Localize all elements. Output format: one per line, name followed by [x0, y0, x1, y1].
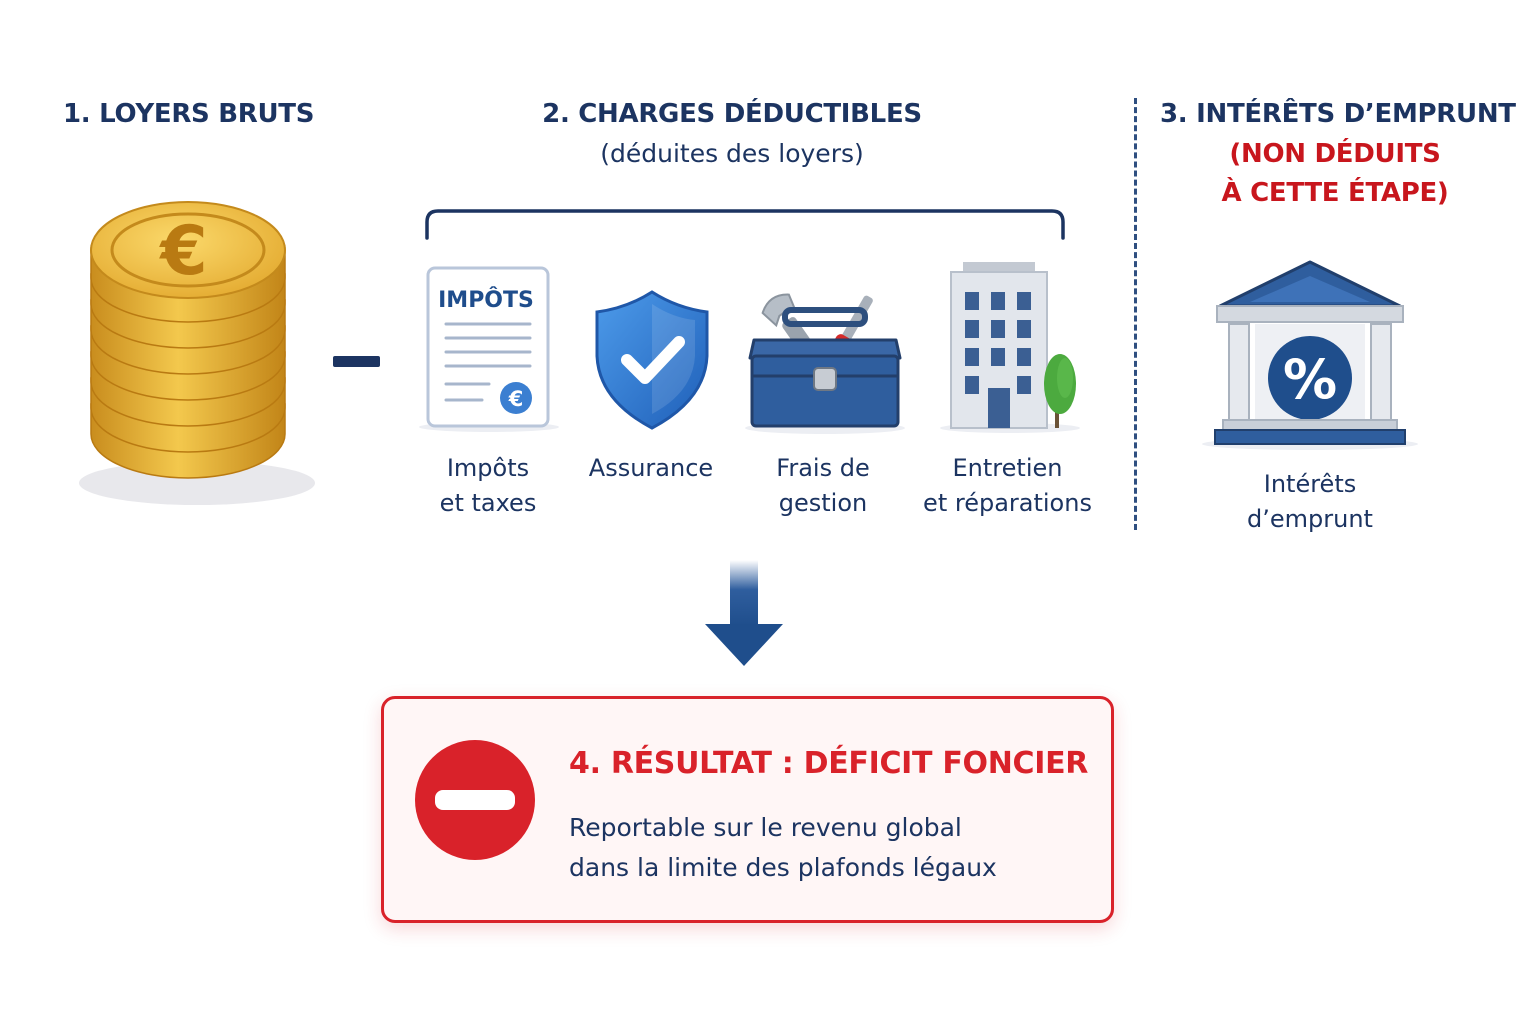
- interest-label: Intérêts d’emprunt: [1210, 467, 1410, 537]
- no-entry-icon: [415, 740, 535, 860]
- step2-subtitle: (déduites des loyers): [600, 139, 864, 168]
- charges-bracket: [425, 209, 1065, 240]
- charge-label-line1: Assurance: [588, 454, 714, 482]
- document-euro-symbol: €: [508, 387, 524, 411]
- building-window: [1017, 348, 1031, 366]
- building-window: [991, 320, 1005, 338]
- tax-document-icon: IMPÔTS €: [419, 266, 559, 432]
- charge-label-taxes: Impôts et taxes: [398, 451, 578, 521]
- dashed-separator: [1134, 98, 1137, 530]
- result-line2: dans la limite des plafonds légaux: [569, 853, 997, 882]
- building-window: [965, 348, 979, 366]
- step3-title: 3. INTÉRÊTS D’EMPRUNT: [1160, 99, 1516, 129]
- step2-title: 2. CHARGES DÉDUCTIBLES: [542, 99, 922, 129]
- building-window: [1017, 320, 1031, 338]
- result-line1: Reportable sur le revenu global: [569, 813, 962, 842]
- building-window: [1017, 376, 1031, 394]
- toolbox-icon: [745, 293, 905, 434]
- charge-label-maintenance: Entretien et réparations: [905, 451, 1110, 521]
- step3-note-line2: À CETTE ÉTAPE): [1221, 178, 1449, 208]
- charge-label-line1: Entretien: [952, 454, 1063, 482]
- building-icon: [940, 262, 1080, 433]
- charge-label-management: Frais de gestion: [738, 451, 908, 521]
- building-window: [991, 348, 1005, 366]
- charge-label-line2: et réparations: [923, 489, 1092, 517]
- charge-label-line1: Impôts: [446, 454, 530, 482]
- building-window: [965, 292, 979, 310]
- coin-top: [90, 201, 286, 299]
- coin-euro-symbol: €: [158, 212, 207, 291]
- building-window: [965, 320, 979, 338]
- coin-stack-icon: €: [79, 201, 315, 505]
- interest-label-line2: d’emprunt: [1247, 505, 1373, 533]
- bank-icon: %: [1202, 260, 1418, 450]
- charge-label-line1: Frais de: [776, 454, 870, 482]
- step1-title: 1. LOYERS BRUTS: [63, 99, 315, 129]
- interest-label-line1: Intérêts: [1263, 470, 1357, 498]
- charge-label-insurance: Assurance: [566, 451, 736, 486]
- building-window: [1017, 292, 1031, 310]
- charge-label-line2: et taxes: [439, 489, 537, 517]
- step3-note-line1: (NON DÉDUITS: [1229, 139, 1441, 169]
- result-title: 4. RÉSULTAT : DÉFICIT FONCIER: [569, 746, 1089, 781]
- minus-operator: [333, 356, 380, 367]
- document-title: IMPÔTS: [438, 287, 534, 313]
- building-window: [991, 292, 1005, 310]
- bank-percent-symbol: %: [1283, 348, 1337, 411]
- arrow-down-icon: [705, 560, 783, 666]
- charge-label-line2: gestion: [778, 489, 868, 517]
- building-window: [965, 376, 979, 394]
- shield-check-icon: [595, 290, 709, 430]
